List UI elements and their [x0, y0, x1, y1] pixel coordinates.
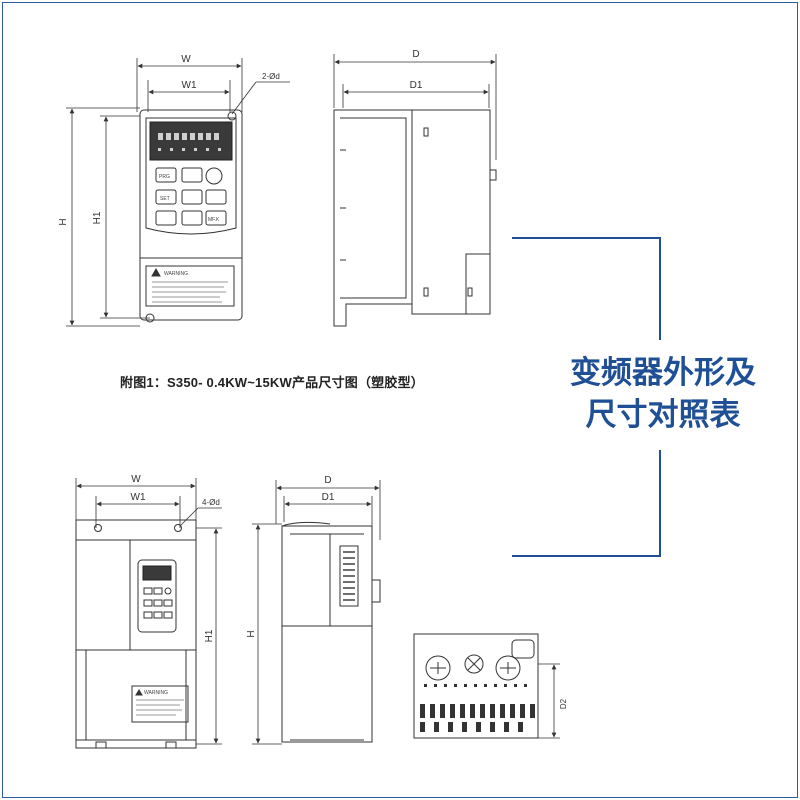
fig2-d1-label: D1	[322, 492, 335, 503]
fig2-warning-text: WARNING	[144, 690, 168, 696]
fig2-d-label: D	[324, 475, 331, 486]
fig1-key-prg: PRG	[159, 174, 170, 180]
fig1-d-label: D	[412, 49, 419, 60]
fig2-bottom-view	[413, 633, 560, 739]
fig2-d2-label: D2	[559, 698, 568, 709]
fig2-w1-label: W1	[131, 492, 146, 503]
fig2-h-label: H	[246, 630, 257, 637]
fig2-h1-label: H1	[204, 629, 215, 642]
title-bracket	[512, 237, 661, 557]
fig1-front-view	[66, 58, 290, 327]
fig1-key-set: SET	[160, 196, 170, 202]
fig1-key-mfk: MF.K	[208, 217, 220, 223]
fig1-w1-label: W1	[182, 80, 197, 91]
fig2-w-label: W	[131, 474, 141, 485]
fig1-side-view	[333, 54, 497, 327]
fig1-h1-label: H1	[92, 211, 103, 224]
title-line-1: 变频器外形及	[570, 355, 756, 391]
title-line-2: 尺寸对照表	[585, 397, 741, 433]
fig1-h-label: H	[58, 218, 69, 225]
fig1-d1-label: D1	[410, 80, 423, 91]
fig1-hole-label: 2-Ød	[262, 72, 280, 81]
fig2-hole-label: 4-Ød	[202, 498, 220, 507]
fig1-w-label: W	[181, 54, 191, 65]
fig1-warning-text: WARNING	[164, 271, 188, 277]
figure1-caption: 附图1：S350- 0.4KW~15KW产品尺寸图（塑胶型）	[120, 375, 424, 390]
page-title: 变频器外形及 尺寸对照表	[548, 352, 778, 436]
fig2-side-view	[252, 480, 381, 745]
fig2-front-view	[75, 478, 222, 749]
